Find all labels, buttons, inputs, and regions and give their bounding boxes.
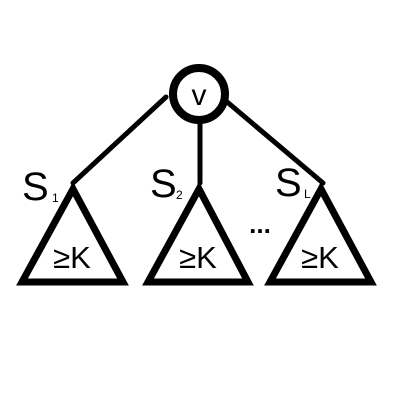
subtree-s2-letter: S: [150, 162, 177, 206]
root-node: v: [169, 64, 229, 124]
subtree-s1-content: ≥K: [53, 240, 91, 275]
subtree-s2-index: 2: [176, 188, 183, 202]
subtree-s1-index: 1: [52, 191, 59, 205]
subtree-s2-triangle: [142, 181, 254, 286]
subtree-s2: ≥K S 2: [142, 162, 254, 286]
subtree-ellipsis: ...: [249, 209, 271, 239]
subtree-sl-letter: S: [275, 161, 302, 205]
subtree-sl-content: ≥K: [301, 240, 339, 275]
subtree-s1-triangle: [16, 181, 129, 286]
subtree-s1: ≥K S 1: [16, 165, 129, 286]
root-node-circle: [169, 64, 229, 124]
root-node-label: v: [192, 79, 207, 112]
subtree-sl-triangle: [264, 181, 377, 286]
subtree-sl-index: L: [304, 187, 311, 201]
edge-root-to-s1: [70, 94, 169, 186]
subtree-sl: ≥K S L: [264, 161, 377, 286]
edge-root-to-sl: [223, 98, 326, 186]
subtree-s1-letter: S: [22, 165, 49, 209]
subtree-s2-content: ≥K: [179, 240, 217, 275]
